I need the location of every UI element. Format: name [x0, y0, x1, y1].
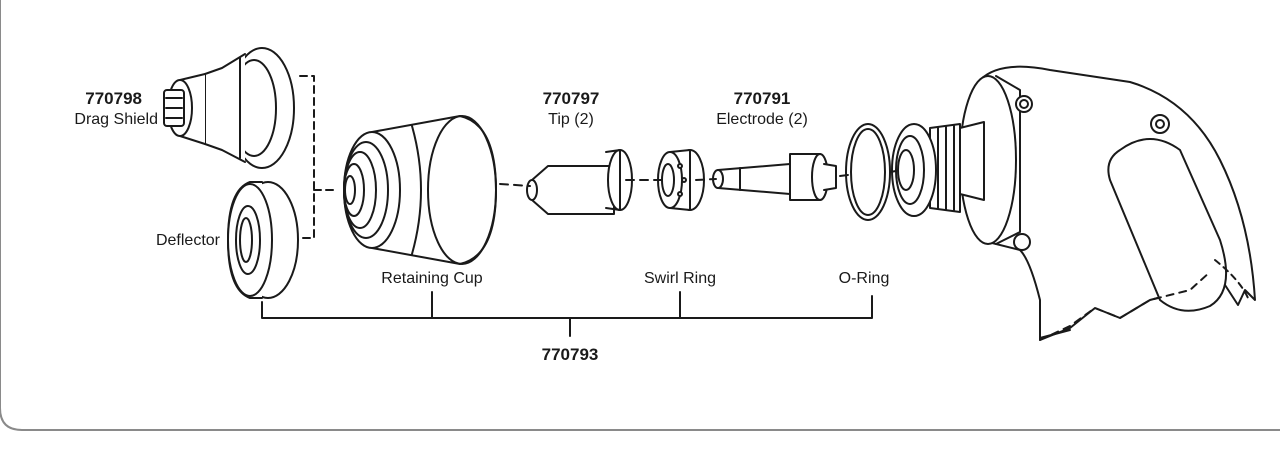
- kit-part-number: 770793: [541, 345, 599, 364]
- drag-shield-label: Drag Shield: [74, 111, 158, 128]
- drag-shield-part-number: 770798: [85, 89, 142, 108]
- electrode-part-number: 770791: [733, 89, 791, 108]
- deflector-part: [227, 181, 299, 299]
- o-ring-label: O-Ring: [838, 270, 890, 287]
- swirl-ring-label: Swirl Ring: [643, 270, 717, 287]
- torch-handle: [891, 65, 1256, 341]
- electrode-label: Electrode (2): [716, 111, 808, 128]
- assembly-axis: [499, 170, 897, 187]
- electrode-part: [712, 153, 837, 201]
- diagram-frame: [0, 0, 1280, 431]
- tip-label: Tip (2): [548, 111, 594, 128]
- alternate-bracket: [299, 75, 339, 239]
- o-ring-part: [845, 123, 891, 221]
- retaining-cup-label: Retaining Cup: [381, 270, 483, 287]
- tip-part-number: 770797: [542, 89, 600, 108]
- tip-part: [526, 149, 633, 215]
- swirl-ring-part: [657, 149, 705, 211]
- deflector-label: Deflector: [155, 232, 220, 249]
- kit-bracket: [261, 291, 873, 337]
- retaining-cup-part: [343, 115, 497, 265]
- drag-shield-part: [163, 47, 295, 169]
